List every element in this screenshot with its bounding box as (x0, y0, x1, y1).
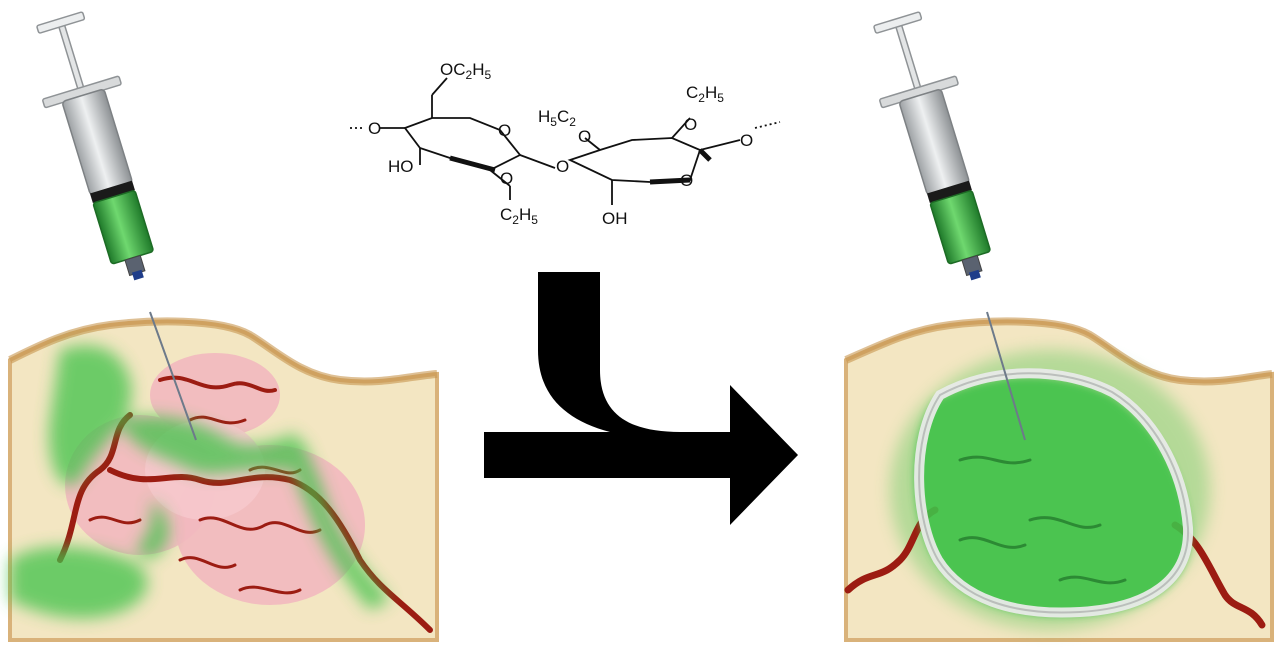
chem-text: C (557, 107, 569, 126)
chem-text: C (453, 60, 465, 79)
right-gel-plug (914, 376, 1191, 616)
right-needle (986, 311, 1026, 441)
right-skin-surface (844, 317, 1273, 386)
left-blood-vessels (57, 375, 433, 633)
chem-text: C (686, 83, 698, 102)
chem-text: OH (602, 209, 628, 228)
chem-text: 5 (484, 68, 491, 82)
svg-text:OC2H5: OC2H5 (440, 60, 491, 82)
left-syringe (36, 11, 154, 281)
chem-text: 5 (531, 213, 538, 227)
chem-text: O (440, 60, 453, 79)
chem-text: 5 (550, 115, 557, 129)
right-capsule-shade (918, 372, 1190, 614)
chem-text: O (740, 131, 753, 150)
right-syringe (873, 11, 991, 281)
chem-text: O (680, 171, 693, 190)
svg-text:C2H5: C2H5 (500, 205, 538, 227)
chem-text: 2 (698, 91, 705, 105)
chem-text: O (556, 157, 569, 176)
chem-text: HO (388, 157, 414, 176)
left-needle (149, 311, 197, 441)
chem-text: O (368, 119, 381, 138)
chem-text: O (578, 127, 591, 146)
chem-text: O (684, 115, 697, 134)
svg-text:H5C2: H5C2 (538, 107, 576, 129)
chem-text: H (705, 83, 717, 102)
chem-text: H (472, 60, 484, 79)
chem-text: 2 (512, 213, 519, 227)
chem-text: H (519, 205, 531, 224)
ethyl-cellulose-structure (350, 77, 781, 205)
svg-text:O: O (500, 169, 513, 188)
left-injected-gel (10, 345, 390, 619)
right-panel (844, 317, 1274, 642)
occluded-vessels (958, 455, 1127, 585)
chem-text: 5 (717, 91, 724, 105)
chem-text: O (498, 121, 511, 140)
chem-text: C (500, 205, 512, 224)
chem-text: 2 (466, 68, 473, 82)
chem-text: 2 (569, 115, 576, 129)
svg-text:C2H5: C2H5 (686, 83, 724, 105)
left-skin-surface (8, 317, 438, 386)
left-panel (8, 317, 439, 642)
chem-labels: OC2H5 O HO O O C2H5 O H5C2 O C2H5 O O O … (368, 60, 753, 228)
process-arrow (484, 272, 798, 525)
chem-text: O (500, 169, 513, 188)
chem-text: H (538, 107, 550, 126)
